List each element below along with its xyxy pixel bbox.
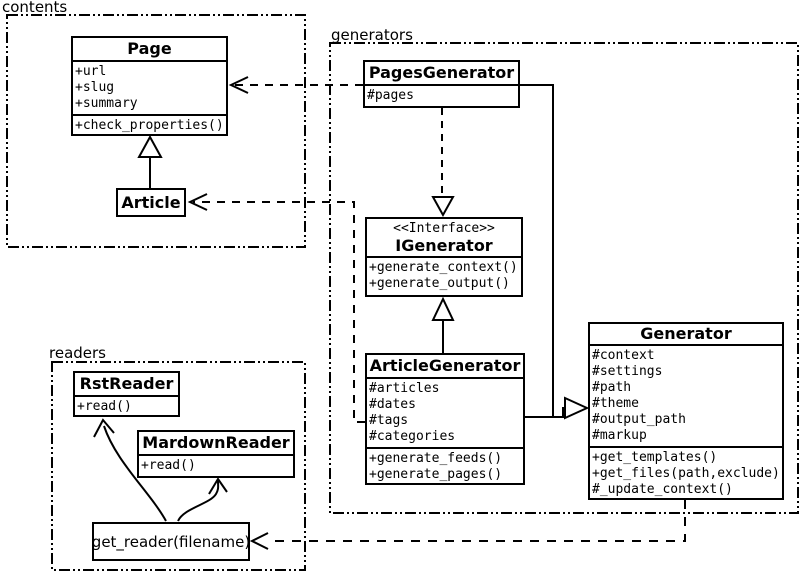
inheritance-triangle-page bbox=[137, 134, 163, 158]
attribute: #output_path bbox=[592, 412, 686, 427]
articlegenerator-article-dependency-line bbox=[193, 201, 365, 423]
attribute: #context bbox=[592, 348, 655, 363]
function-box-get-reader: get_reader(filename) bbox=[92, 522, 250, 561]
class-box-pages-generator: PagesGenerator #pages bbox=[363, 60, 520, 108]
open-arrowhead-get-reader bbox=[249, 532, 269, 550]
attribute: #articles bbox=[369, 381, 440, 396]
realization-triangle-igenerator-top bbox=[431, 196, 455, 218]
method: +read() bbox=[141, 458, 196, 473]
class-title-generator: Generator bbox=[640, 324, 732, 343]
open-arrowhead-article bbox=[187, 193, 208, 211]
attribute: #pages bbox=[367, 88, 414, 103]
page-attributes: +url +slug +summary bbox=[73, 60, 226, 114]
class-box-article: Article bbox=[116, 188, 186, 217]
attribute: #theme bbox=[592, 396, 639, 411]
generator-methods: +get_templates() +get_files(path,exclude… bbox=[590, 446, 782, 498]
attribute: #path bbox=[592, 380, 632, 395]
class-box-igenerator: <<Interface>> IGenerator +generate_conte… bbox=[365, 217, 523, 297]
generator-getreader-dependency-line bbox=[269, 500, 686, 542]
page-methods: +check_properties() bbox=[73, 114, 226, 134]
method: +read() bbox=[77, 399, 132, 414]
class-title-igenerator: IGenerator bbox=[395, 236, 493, 255]
attribute: +slug bbox=[75, 80, 115, 95]
attribute: +summary bbox=[75, 96, 138, 111]
class-box-generator: Generator #context #settings #path #them… bbox=[588, 322, 784, 500]
igenerator-methods: +generate_context() +generate_output() bbox=[367, 256, 521, 294]
arrowhead-mardown-reader bbox=[208, 477, 228, 495]
open-arrowhead-page bbox=[228, 76, 249, 94]
method: +generate_output() bbox=[369, 276, 510, 291]
mardown-reader-methods: +read() bbox=[139, 454, 293, 476]
method: +generate_context() bbox=[369, 260, 518, 275]
method: +get_templates() bbox=[592, 450, 718, 465]
attribute: #dates bbox=[369, 397, 416, 412]
get-reader-label: get_reader(filename) bbox=[92, 532, 250, 551]
package-label-contents: contents bbox=[2, 0, 68, 16]
class-title-pages-generator: PagesGenerator bbox=[368, 63, 515, 82]
igenerator-stereotype: <<Interface>> bbox=[393, 221, 495, 236]
class-title-page: Page bbox=[127, 39, 172, 58]
class-box-rst-reader: RstReader +read() bbox=[73, 371, 180, 417]
package-label-generators: generators bbox=[331, 26, 413, 44]
arrowhead-rst-reader bbox=[93, 418, 115, 438]
attribute: #tags bbox=[369, 413, 409, 428]
class-box-article-generator: ArticleGenerator #articles #dates #tags … bbox=[365, 353, 525, 485]
class-title-article-generator: ArticleGenerator bbox=[369, 356, 521, 375]
realization-triangle-igenerator-bottom bbox=[431, 296, 455, 321]
class-title-mardown-reader: MardownReader bbox=[142, 433, 290, 452]
package-label-readers: readers bbox=[49, 344, 106, 362]
getreader-mardownreader-arrow-curve bbox=[177, 480, 220, 522]
method: #_update_context() bbox=[592, 482, 733, 497]
class-title-article: Article bbox=[121, 193, 181, 212]
method: +get_files(path,exclude) bbox=[592, 466, 780, 481]
attribute: +url bbox=[75, 64, 107, 79]
method: +generate_feeds() bbox=[369, 451, 503, 466]
article-generator-attributes: #articles #dates #tags #categories bbox=[367, 377, 523, 447]
attribute: #settings bbox=[592, 364, 663, 379]
class-box-mardown-reader: MardownReader +read() bbox=[137, 430, 295, 478]
attribute: #categories bbox=[369, 429, 456, 444]
class-title-rst-reader: RstReader bbox=[79, 374, 174, 393]
class-box-page: Page +url +slug +summary +check_properti… bbox=[71, 36, 228, 136]
generator-attributes: #context #settings #path #theme #output_… bbox=[590, 344, 782, 446]
attribute: #markup bbox=[592, 428, 647, 443]
method: +check_properties() bbox=[75, 118, 224, 133]
articlegenerator-generator-inheritance-line bbox=[523, 407, 565, 418]
rst-reader-methods: +read() bbox=[75, 395, 178, 415]
pages-generator-attributes: #pages bbox=[365, 84, 518, 106]
method: +generate_pages() bbox=[369, 467, 503, 482]
article-generator-methods: +generate_feeds() +generate_pages() bbox=[367, 447, 523, 483]
inheritance-triangle-generator bbox=[564, 396, 590, 420]
